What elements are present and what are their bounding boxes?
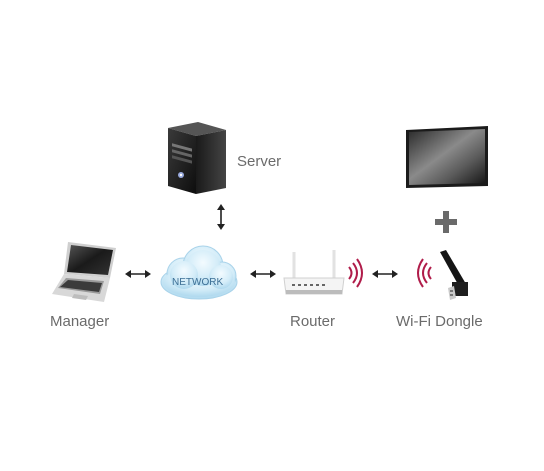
wireless-signal-icon [417,258,432,288]
network-router-arrow [250,268,276,280]
laptop-icon [52,242,116,302]
vertical-double-arrow-icon [217,204,225,230]
wifi-router-icon [283,250,345,295]
dongle-signal [416,258,434,288]
wireless-signal-icon [348,258,363,288]
server-tower-icon [168,122,226,194]
horizontal-double-arrow-icon [250,270,276,278]
network-node [156,244,242,302]
server-network-arrow [214,204,228,230]
cloud-icon [160,245,238,300]
display-node [404,124,490,190]
flat-panel-display-icon [406,126,488,188]
server-node [160,120,232,196]
manager-network-arrow [125,268,151,280]
server-label: Server [237,153,282,170]
usb-wifi-dongle-icon [440,250,468,300]
router-dongle-arrow [372,268,398,280]
plus-connector [434,210,458,234]
plus-icon [435,211,457,233]
horizontal-double-arrow-icon [125,270,151,278]
network-label: NETWORK [172,277,224,288]
horizontal-double-arrow-icon [372,270,398,278]
router-node [282,248,346,298]
manager-label: Manager [50,313,110,330]
router-label: Router [290,313,336,330]
manager-node [50,240,118,304]
dongle-node [434,248,474,304]
dongle-label: Wi-Fi Dongle [396,313,483,330]
router-signal [346,258,364,288]
